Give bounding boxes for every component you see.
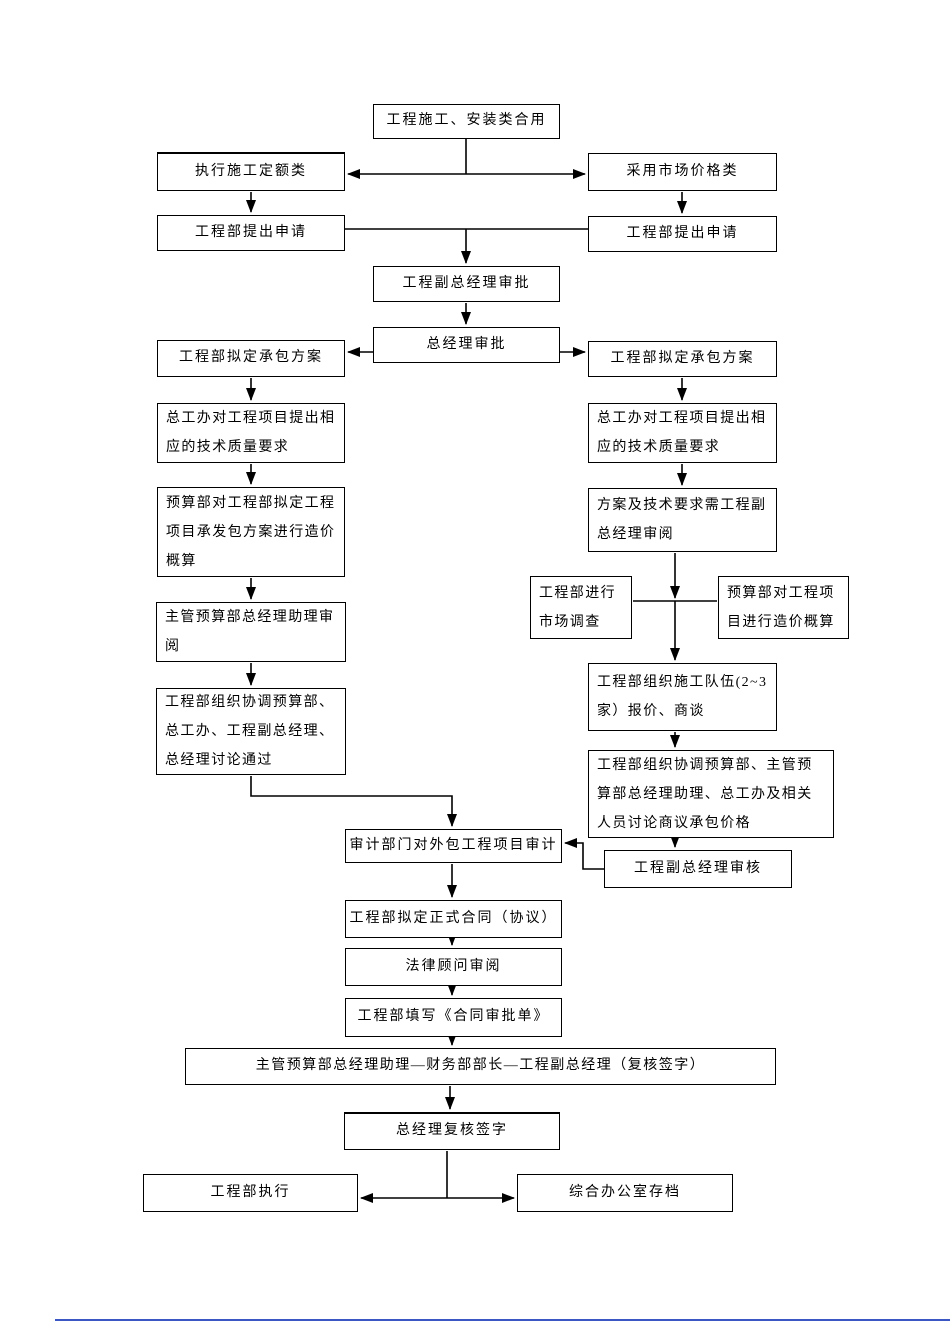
node-market-price-type: 采用市场价格类: [588, 153, 777, 191]
node-tech-left: 总工办对工程项目提出相应的技术质量要求: [157, 403, 345, 463]
node-budget-estimate-right: 预算部对工程项目进行造价概算: [718, 576, 849, 639]
node-countersign: 主管预算部总经理助理—财务部部长—工程副总经理（复核签字）: [185, 1048, 776, 1085]
node-legal-review: 法律顾问审阅: [345, 948, 562, 986]
connector-discussleft-audit: [250, 776, 457, 827]
node-market-survey: 工程部进行市场调查: [530, 576, 632, 639]
node-gm-approve: 总经理审批: [373, 327, 560, 363]
bottom-rule: [55, 1319, 950, 1321]
node-discuss-right: 工程部组织协调预算部、主管预算部总经理助理、总工办及相关人员讨论商议承包价格: [588, 750, 834, 838]
connector-vpcheck-audit: [564, 838, 604, 870]
node-apply-right: 工程部提出申请: [588, 216, 777, 252]
node-budget-estimate-left: 预算部对工程部拟定工程项目承发包方案进行造价概算: [157, 487, 345, 577]
node-archive: 综合办公室存档: [517, 1174, 733, 1212]
node-tech-right: 总工办对工程项目提出相应的技术质量要求: [588, 403, 777, 463]
node-vp-review-right: 方案及技术要求需工程副总经理审阅: [588, 488, 777, 552]
node-execute: 工程部执行: [143, 1174, 358, 1212]
node-assistant-review: 主管预算部总经理助理审阅: [156, 602, 346, 662]
node-common-use: 工程施工、安装类合用: [373, 104, 560, 139]
node-apply-left: 工程部提出申请: [157, 215, 345, 251]
node-audit: 审计部门对外包工程项目审计: [345, 829, 562, 863]
node-quota-type: 执行施工定额类: [157, 152, 345, 191]
node-approval-form: 工程部填写《合同审批单》: [345, 998, 562, 1037]
node-vp-check: 工程副总经理审核: [604, 850, 792, 888]
node-gm-countersign: 总经理复核签字: [344, 1112, 560, 1150]
node-discuss-left: 工程部组织协调预算部、总工办、工程副总经理、总经理讨论通过: [156, 688, 346, 775]
node-plan-right: 工程部拟定承包方案: [588, 341, 777, 377]
node-plan-left: 工程部拟定承包方案: [157, 340, 345, 377]
node-vp-approve: 工程副总经理审批: [373, 266, 560, 302]
node-bidding: 工程部组织施工队伍(2~3家）报价、商谈: [588, 663, 777, 731]
node-draft-contract: 工程部拟定正式合同（协议）: [345, 900, 562, 938]
